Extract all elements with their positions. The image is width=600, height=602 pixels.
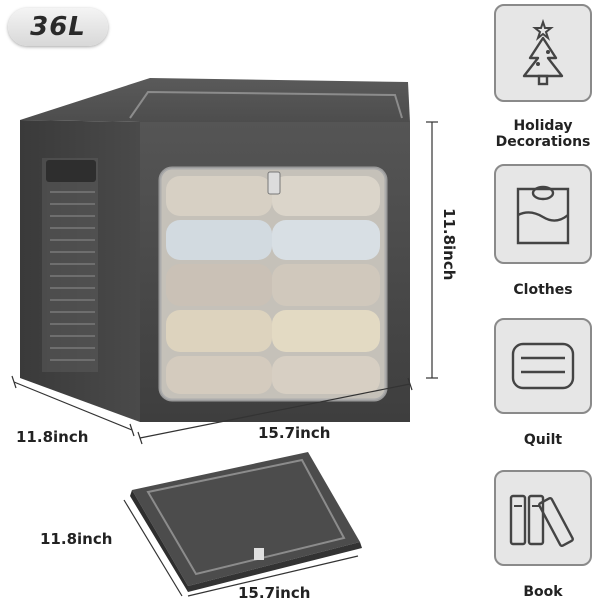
folded-clothes: [166, 176, 380, 394]
lid-zip-track: [146, 458, 346, 576]
tile-clothes: [494, 164, 592, 264]
category-label-holiday: Holiday Decorations: [484, 118, 600, 150]
capacity-badge: 36L: [8, 8, 108, 46]
lid: [132, 452, 360, 586]
box-width-label: 15.7inch: [258, 424, 331, 442]
folded-quilt-icon: [511, 342, 575, 390]
category-label-holiday-line2: Decorations: [495, 134, 591, 150]
lid-width-label: 15.7inch: [238, 584, 311, 602]
side-handle: [46, 160, 96, 182]
category-label-book: Book: [523, 584, 563, 600]
capacity-label: 36L: [30, 12, 86, 42]
books-icon: [509, 494, 574, 547]
tile-quilt: [494, 318, 592, 414]
christmas-tree-icon: [522, 18, 564, 86]
tile-holiday-decorations: [494, 4, 592, 102]
box-top: [20, 78, 410, 122]
lid-depth-label: 11.8inch: [40, 530, 113, 548]
zipper-pull: [267, 171, 281, 195]
shirt-icon: [516, 185, 570, 245]
category-label-holiday-line1: Holiday: [513, 118, 573, 134]
box-height-label: 11.8inch: [440, 208, 458, 281]
category-label-quilt: Quilt: [523, 432, 563, 448]
tile-book: [494, 470, 592, 566]
category-label-clothes: Clothes: [513, 282, 573, 298]
box-depth-label: 11.8inch: [16, 428, 89, 446]
